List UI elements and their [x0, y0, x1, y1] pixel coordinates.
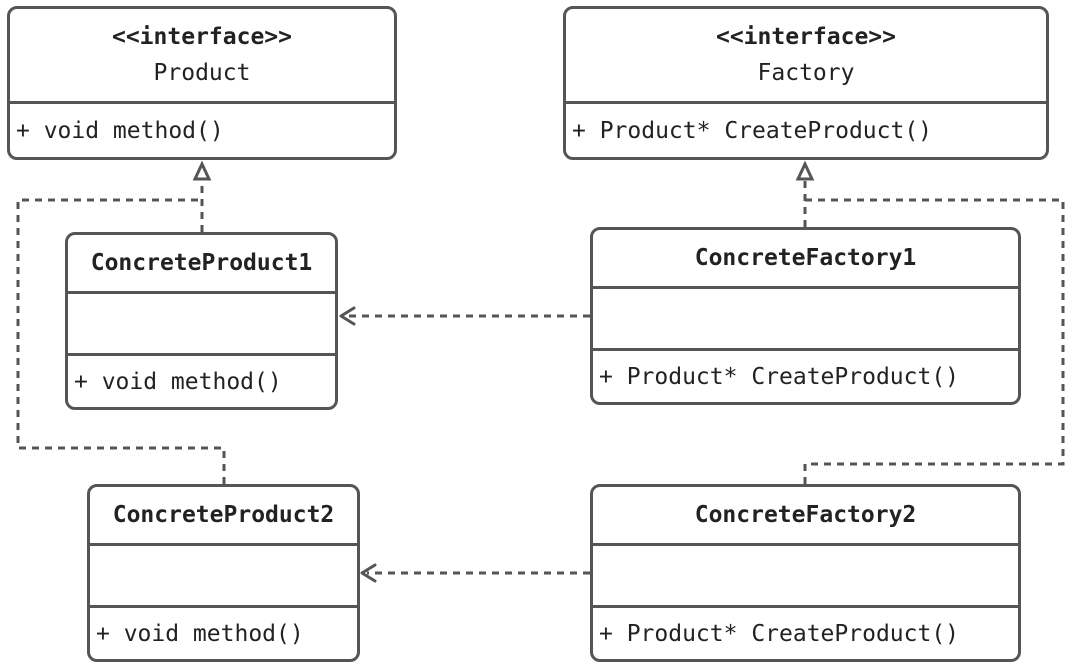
concrete-product1-operation: + void method(): [74, 368, 282, 395]
factory-stereotype: <<interface>>: [715, 24, 896, 50]
concrete-product1-operations: + void method(): [68, 353, 335, 407]
product-operations: + void method(): [10, 101, 394, 157]
concrete-product1-header: ConcreteProduct1: [68, 235, 335, 291]
concrete-factory2-box[interactable]: ConcreteFactory2 + Product* CreateProduc…: [590, 484, 1021, 662]
concrete-product2-box[interactable]: ConcreteProduct2 + void method(): [87, 484, 360, 662]
realization-concretefactory2-factory: [803, 198, 1065, 484]
factory-operation: + Product* CreateProduct(): [572, 117, 933, 144]
concrete-factory2-header: ConcreteFactory2: [593, 487, 1018, 543]
concrete-factory1-operations: + Product* CreateProduct(): [593, 348, 1018, 402]
product-class-name: Product: [153, 60, 251, 86]
concrete-product1-attributes: [68, 291, 335, 353]
factory-class-name: Factory: [757, 60, 855, 86]
product-header: <<interface>> Product: [10, 9, 394, 101]
factory-header: <<interface>> Factory: [566, 9, 1046, 101]
concrete-factory1-box[interactable]: ConcreteFactory1 + Product* CreateProduc…: [590, 227, 1021, 405]
product-interface-box[interactable]: <<interface>> Product + void method(): [7, 6, 397, 160]
product-stereotype: <<interface>>: [111, 24, 292, 50]
concrete-factory1-attributes: [593, 286, 1018, 348]
concrete-factory1-header: ConcreteFactory1: [593, 230, 1018, 286]
concrete-product2-class-name: ConcreteProduct2: [112, 502, 335, 528]
concrete-factory1-class-name: ConcreteFactory1: [694, 245, 917, 271]
concrete-product2-header: ConcreteProduct2: [90, 487, 357, 543]
concrete-product1-class-name: ConcreteProduct1: [90, 250, 313, 276]
concrete-product2-operations: + void method(): [90, 605, 357, 659]
factory-interface-box[interactable]: <<interface>> Factory + Product* CreateP…: [563, 6, 1049, 160]
product-operation: + void method(): [16, 117, 224, 144]
concrete-product2-operation: + void method(): [96, 620, 304, 647]
concrete-factory2-attributes: [593, 543, 1018, 605]
concrete-factory1-operation: + Product* CreateProduct(): [599, 363, 960, 390]
dependency-arrowhead-concreteproduct2: [360, 563, 377, 583]
dependency-arrowhead-concreteproduct1: [339, 306, 356, 326]
concrete-factory2-operations: + Product* CreateProduct(): [593, 605, 1018, 659]
concrete-factory2-operation: + Product* CreateProduct(): [599, 620, 960, 647]
realization-arrowhead-factory: [795, 160, 815, 181]
concrete-product1-box[interactable]: ConcreteProduct1 + void method(): [65, 232, 338, 410]
concrete-product2-attributes: [90, 543, 357, 605]
realization-arrowhead-product: [192, 160, 212, 181]
realization-concreteproduct2-product: [16, 198, 226, 484]
concrete-factory2-class-name: ConcreteFactory2: [694, 502, 917, 528]
factory-operations: + Product* CreateProduct(): [566, 101, 1046, 157]
